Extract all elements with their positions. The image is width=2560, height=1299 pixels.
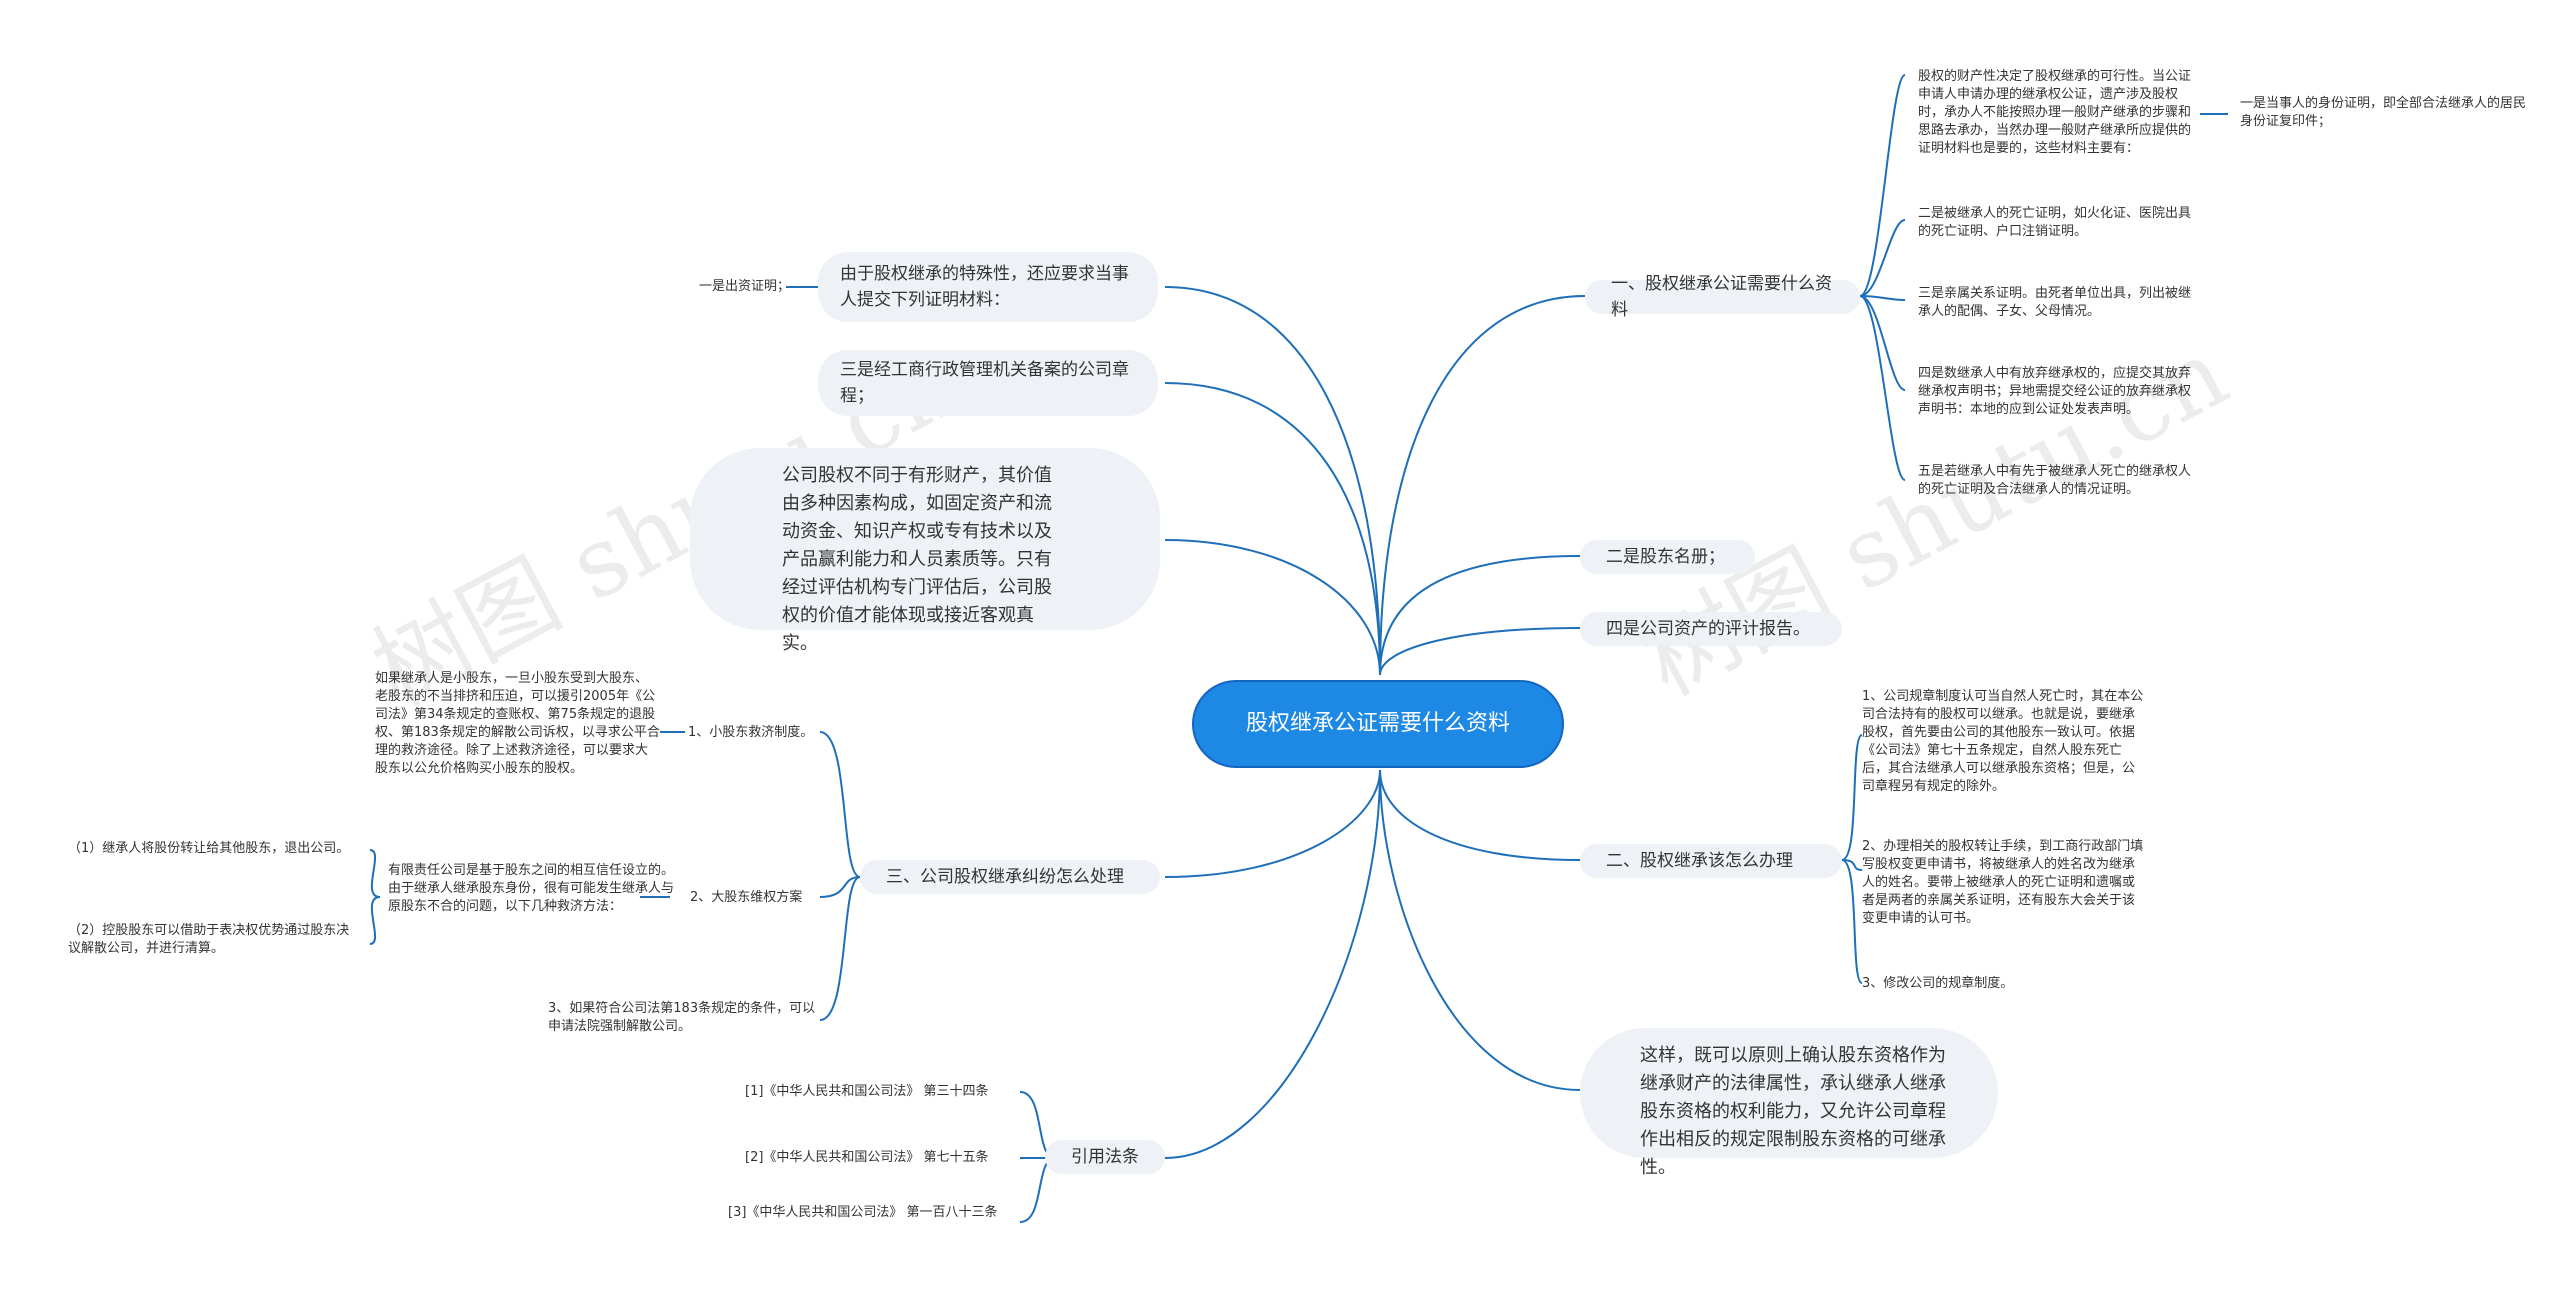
docs-renounce: 四是数继承人中有放弃继承权的，应提交其放弃继承权声明书；异地需提交经公证的放弃继…	[1918, 366, 2192, 417]
branch-disputes[interactable]: 三、公司股权继承纠纷怎么处理	[860, 860, 1160, 894]
docs-predecease: 五是若继承人中有先于被继承人死亡的继承权人的死亡证明及合法继承人的情况证明。	[1918, 464, 2192, 497]
ref-3: [3]《中华人民共和国公司法》 第一百八十三条	[728, 1205, 998, 1220]
branch-articles[interactable]: 三是经工商行政管理机关备案的公司章程；	[818, 350, 1158, 416]
disputes-remedy-1: （1）继承人将股份转让给其他股东，退出公司。	[68, 841, 350, 856]
disputes-minor-detail: 如果继承人是小股东，一旦小股东受到大股东、老股东的不当排挤和压迫，可以援引200…	[375, 671, 660, 776]
branch-conclusion[interactable]: 这样，既可以原则上确认股东资格作为继承财产的法律属性，承认继承人继承股东资格的权…	[1580, 1028, 1998, 1178]
disputes-major-detail: 有限责任公司是基于股东之间的相互信任设立的。由于继承人继承股东身份，很有可能发生…	[388, 863, 675, 914]
capital-proof: 一是出资证明；	[698, 279, 790, 294]
how-item-2: 2、办理相关的股权转让手续，到工商行政部门填写股权变更申请书，将被继承人的姓名改…	[1862, 839, 2144, 926]
branch-shareholder-roster[interactable]: 二是股东名册；	[1580, 540, 1755, 574]
disputes-major: 2、大股东维权方案	[690, 890, 803, 905]
branch-refs[interactable]: 引用法条	[1045, 1140, 1165, 1174]
disputes-remedy-2: （2）控股股东可以借助于表决权优势通过股东决议解散公司，并进行清算。	[68, 923, 350, 956]
branch-valuation[interactable]: 公司股权不同于有形财产，其价值由多种因素构成，如固定资产和流动资金、知识产权或专…	[690, 448, 1160, 654]
ref-2: [2]《中华人民共和国公司法》 第七十五条	[745, 1150, 989, 1165]
docs-intro: 股权的财产性决定了股权继承的可行性。当公证申请人申请办理的继承权公证，遗产涉及股…	[1918, 69, 2192, 156]
ref-1: [1]《中华人民共和国公司法》 第三十四条	[745, 1084, 989, 1099]
branch-special-materials[interactable]: 由于股权继承的特殊性，还应要求当事人提交下列证明材料：	[818, 252, 1158, 322]
how-item-3: 3、修改公司的规章制度。	[1862, 976, 2014, 991]
branch-asset-report[interactable]: 四是公司资产的评计报告。	[1580, 612, 1842, 646]
how-item-1: 1、公司规章制度认可当自然人死亡时，其在本公司合法持有的股权可以继承。也就是说，…	[1862, 689, 2144, 794]
root-topic[interactable]: 股权继承公证需要什么资料	[1192, 680, 1564, 768]
branch-how[interactable]: 二、股权继承该怎么办理	[1580, 844, 1842, 878]
disputes-minor: 1、小股东救济制度。	[688, 725, 814, 740]
disputes-court: 3、如果符合公司法第183条规定的条件，可以申请法院强制解散公司。	[548, 1001, 816, 1034]
docs-id-proof: 一是当事人的身份证明，即全部合法继承人的居民身份证复印件；	[2240, 96, 2527, 129]
docs-relation-proof: 三是亲属关系证明。由死者单位出具，列出被继承人的配偶、子女、父母情况。	[1918, 286, 2192, 319]
branch-docs[interactable]: 一、股权继承公证需要什么资料	[1585, 274, 1860, 320]
docs-death-proof: 二是被继承人的死亡证明，如火化证、医院出具的死亡证明、户口注销证明。	[1918, 206, 2192, 239]
